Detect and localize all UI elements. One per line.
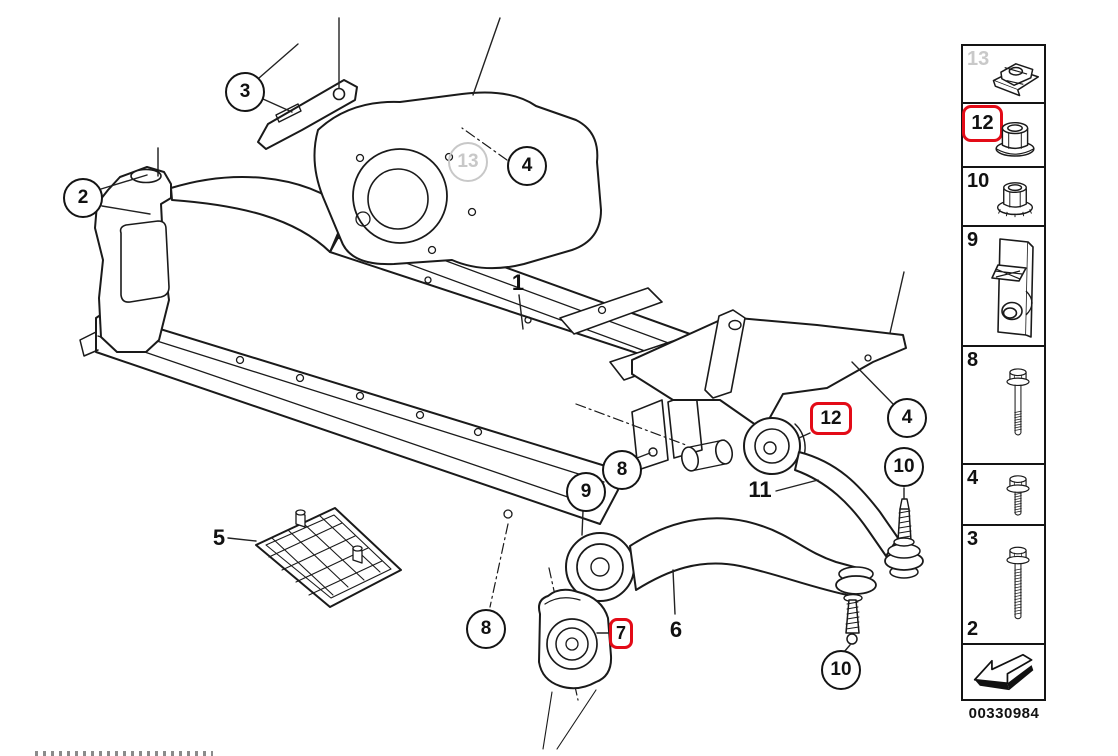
callout-10-upper-label: 10 <box>893 456 915 477</box>
label-11-text: 11 <box>748 477 772 502</box>
callout-4-right[interactable]: 4 <box>887 398 927 438</box>
parts-legend: 13 12 10 <box>961 44 1046 701</box>
callout-8-lower[interactable]: 8 <box>466 609 506 649</box>
front-cross-beam <box>79 311 619 525</box>
callout-4-right-label: 4 <box>901 407 913 428</box>
flange-bolt-long-icon <box>1006 368 1030 436</box>
callout-13-label: 13 <box>457 151 479 172</box>
callout-7-highlighted[interactable]: 7 <box>609 618 633 649</box>
legend-item-3-2[interactable]: 3 2 <box>963 526 1044 645</box>
flange-nut-icon <box>996 182 1034 218</box>
legend-label-9: 9 <box>967 229 979 251</box>
label-5[interactable]: 5 <box>213 525 225 551</box>
label-5-text: 5 <box>212 525 226 550</box>
catalog-image-number: 00330984 <box>968 705 1040 722</box>
callout-8-subframe[interactable]: 8 <box>602 450 642 490</box>
callout-12-label: 12 <box>820 407 842 429</box>
clip-nut-plate-icon <box>991 238 1034 338</box>
flange-lock-nut-icon <box>995 121 1035 157</box>
callout-10-lower-label: 10 <box>830 659 852 680</box>
callout-3[interactable]: 3 <box>225 72 265 112</box>
direction-arrow-icon <box>973 653 1034 691</box>
legend-highlight-box-12: 12 <box>962 105 1003 142</box>
front-axle-support-diagram <box>79 17 924 750</box>
legend-item-13[interactable]: 13 <box>963 46 1044 104</box>
legend-label-3: 3 <box>967 528 979 550</box>
front-rail <box>170 176 349 253</box>
callout-2[interactable]: 2 <box>63 178 103 218</box>
callout-2-label: 2 <box>77 187 89 208</box>
label-1-text: 1 <box>511 270 525 295</box>
cage-nut-icon <box>992 63 1040 97</box>
left-mount-tower <box>94 147 172 353</box>
callout-4-upper-label: 4 <box>521 155 533 176</box>
skid-plate <box>255 507 402 608</box>
legend-item-4[interactable]: 4 <box>963 465 1044 526</box>
callout-8-lower-label: 8 <box>480 618 492 639</box>
hydro-bushing-7 <box>538 588 613 750</box>
legend-item-10[interactable]: 10 <box>963 168 1044 227</box>
label-6[interactable]: 6 <box>670 617 682 643</box>
legend-label-8: 8 <box>967 349 979 371</box>
flange-bolt-extra-long-icon <box>1006 546 1030 620</box>
legend-label-4: 4 <box>967 467 979 489</box>
wishbone <box>565 517 877 645</box>
leader-lines <box>100 17 905 653</box>
callout-9[interactable]: 9 <box>566 472 606 512</box>
callout-13-ghost: 13 <box>448 142 488 182</box>
legend-item-8[interactable]: 8 <box>963 347 1044 465</box>
rear-right-wing <box>631 309 907 431</box>
callout-7-label: 7 <box>615 623 626 643</box>
tension-strut <box>680 417 924 579</box>
label-1[interactable]: 1 <box>512 270 524 296</box>
label-11[interactable]: 11 <box>748 477 771 503</box>
strut-bracket <box>257 79 358 150</box>
callout-3-label: 3 <box>239 81 251 102</box>
legend-item-12-highlighted[interactable]: 12 <box>962 104 1044 168</box>
dome-panel <box>313 91 602 270</box>
callout-9-label: 9 <box>580 481 592 502</box>
flange-bolt-short-icon <box>1006 475 1030 516</box>
clipped-text-fragment <box>35 751 213 756</box>
label-6-text: 6 <box>669 617 683 642</box>
legend-label-2: 2 <box>967 618 979 640</box>
callout-10-upper[interactable]: 10 <box>884 447 924 487</box>
legend-label-13: 13 <box>967 48 990 70</box>
legend-label-12: 12 <box>971 112 994 134</box>
callout-4-upper[interactable]: 4 <box>507 146 547 186</box>
callout-8-subframe-label: 8 <box>616 459 628 480</box>
callout-10-lower[interactable]: 10 <box>821 650 861 690</box>
legend-label-10: 10 <box>967 170 990 192</box>
legend-item-9[interactable]: 9 <box>963 227 1044 347</box>
callout-12-highlighted[interactable]: 12 <box>810 402 852 435</box>
legend-item-direction <box>963 645 1044 699</box>
